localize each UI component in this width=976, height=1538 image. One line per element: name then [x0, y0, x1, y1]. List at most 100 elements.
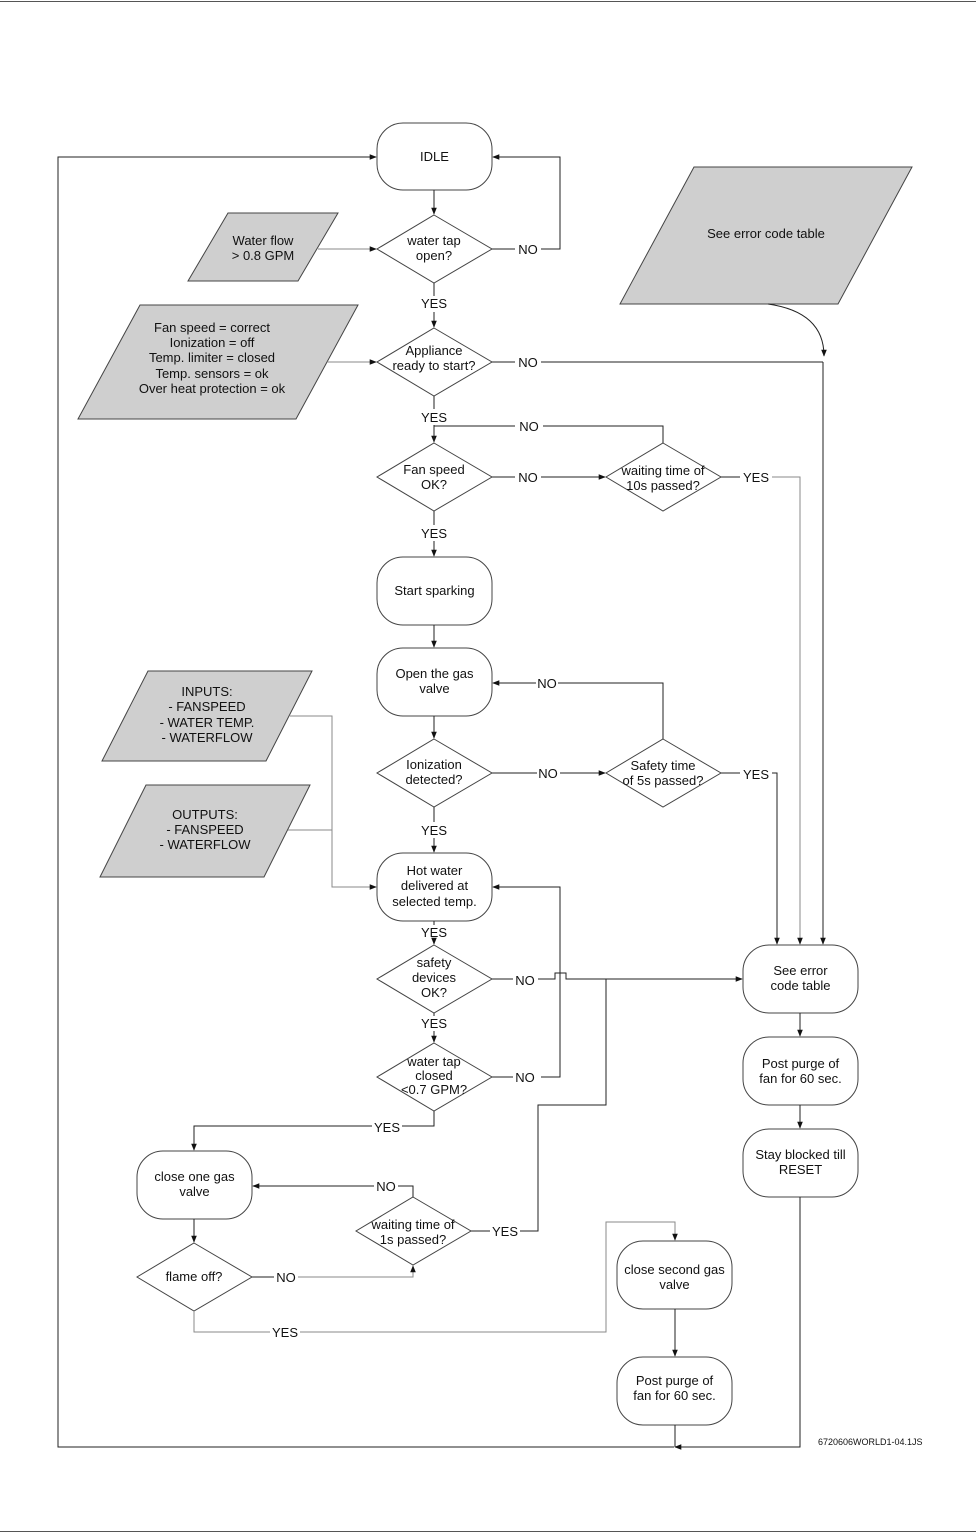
svg-text:selected temp.: selected temp. — [392, 894, 477, 909]
fan-speed-ok-decision: Fan speed OK? — [376, 442, 493, 512]
svg-text:closed: closed — [415, 1068, 453, 1083]
idle-node: IDLE — [376, 122, 493, 191]
svg-text:Open the gas: Open the gas — [395, 666, 474, 681]
svg-text:waiting time of: waiting time of — [370, 1217, 454, 1232]
svg-text:water tap: water tap — [406, 233, 460, 248]
svg-text:- FANSPEED: - FANSPEED — [166, 822, 243, 837]
svg-text:RESET: RESET — [779, 1162, 822, 1177]
doc-code: 6720606WORLD1-04.1JS — [818, 1437, 923, 1447]
see-error-node: See error code table — [742, 944, 859, 1014]
svg-text:OK?: OK? — [421, 477, 447, 492]
svg-text:open?: open? — [416, 248, 452, 263]
label-no: NO — [518, 242, 538, 257]
svg-text:10s passed?: 10s passed? — [626, 478, 700, 493]
open-gas-valve-node: Open the gas valve — [376, 647, 493, 717]
label-no: NO — [518, 470, 538, 485]
label-yes: YES — [421, 1016, 447, 1031]
svg-text:water tap: water tap — [406, 1054, 460, 1069]
safety-devices-decision: safety devices OK? — [376, 944, 493, 1014]
label-no: NO — [538, 766, 558, 781]
svg-text:Fan speed = correct: Fan speed = correct — [154, 320, 270, 335]
svg-text:IDLE: IDLE — [420, 149, 449, 164]
inputs-io: INPUTS: - FANSPEED - WATER TEMP. - WATER… — [101, 670, 313, 762]
label-yes: YES — [421, 823, 447, 838]
svg-text:- WATER TEMP.: - WATER TEMP. — [160, 715, 255, 730]
label-yes: YES — [743, 470, 769, 485]
water-flow-input: Water flow > 0.8 GPM — [187, 212, 339, 282]
svg-text:ready to start?: ready to start? — [392, 358, 475, 373]
svg-text:Stay blocked till: Stay blocked till — [755, 1147, 845, 1162]
appliance-ready-decision: Appliance ready to start? — [376, 327, 493, 397]
wait-1s-decision: waiting time of 1s passed? — [355, 1196, 472, 1266]
svg-text:of 5s passed?: of 5s passed? — [623, 773, 704, 788]
label-yes: YES — [421, 296, 447, 311]
close-one-valve-node: close one gas valve — [136, 1150, 253, 1220]
svg-text:> 0.8 GPM: > 0.8 GPM — [232, 248, 295, 263]
svg-text:See error code table: See error code table — [707, 226, 825, 241]
svg-text:OK?: OK? — [421, 985, 447, 1000]
svg-text:<0.7 GPM?: <0.7 GPM? — [401, 1082, 467, 1097]
outputs-io: OUTPUTS: - FANSPEED - WATERFLOW — [99, 784, 311, 878]
svg-text:close one gas: close one gas — [154, 1169, 235, 1184]
svg-text:Hot water: Hot water — [407, 863, 463, 878]
safety-5s-decision: Safety time of 5s passed? — [605, 738, 722, 808]
svg-text:INPUTS:: INPUTS: — [181, 684, 232, 699]
svg-text:See error: See error — [773, 963, 828, 978]
label-yes: YES — [492, 1224, 518, 1239]
svg-text:safety: safety — [417, 955, 452, 970]
label-yes: YES — [272, 1325, 298, 1340]
water-tap-open-decision: water tap open? — [376, 214, 493, 284]
svg-text:fan for 60 sec.: fan for 60 sec. — [759, 1071, 841, 1086]
svg-text:Ionization: Ionization — [406, 757, 462, 772]
water-tap-closed-decision: water tap closed <0.7 GPM? — [376, 1042, 493, 1112]
bottom-rule — [0, 1531, 976, 1532]
svg-text:OUTPUTS:: OUTPUTS: — [172, 807, 238, 822]
hot-water-node: Hot water delivered at selected temp. — [376, 852, 493, 922]
svg-text:Start sparking: Start sparking — [394, 583, 474, 598]
svg-text:valve: valve — [419, 681, 449, 696]
label-yes: YES — [421, 526, 447, 541]
svg-text:valve: valve — [659, 1277, 689, 1292]
svg-text:delivered at: delivered at — [401, 878, 469, 893]
svg-text:Temp. limiter = closed: Temp. limiter = closed — [149, 350, 275, 365]
svg-text:close second gas: close second gas — [624, 1262, 725, 1277]
svg-text:Post purge of: Post purge of — [762, 1056, 840, 1071]
svg-text:1s passed?: 1s passed? — [380, 1232, 447, 1247]
label-yes: YES — [421, 410, 447, 425]
svg-text:code table: code table — [771, 978, 831, 993]
flow-labels: NO YES NO YES NO NO YES YES NO NO YES YE… — [272, 242, 769, 1340]
svg-text:fan for 60 sec.: fan for 60 sec. — [633, 1388, 715, 1403]
svg-text:- WATERFLOW: - WATERFLOW — [162, 730, 254, 745]
svg-text:Temp. sensors = ok: Temp. sensors = ok — [155, 366, 269, 381]
label-yes: YES — [743, 767, 769, 782]
ionization-decision: Ionization detected? — [376, 738, 493, 808]
label-no: NO — [515, 1070, 535, 1085]
label-yes: YES — [374, 1120, 400, 1135]
svg-text:detected?: detected? — [405, 772, 462, 787]
svg-text:Water flow: Water flow — [233, 233, 295, 248]
wait-10s-decision: waiting time of 10s passed? — [605, 442, 722, 512]
svg-text:- WATERFLOW: - WATERFLOW — [160, 837, 252, 852]
label-no: NO — [276, 1270, 296, 1285]
close-second-valve-node: close second gas valve — [616, 1240, 733, 1310]
post-purge-bottom-node: Post purge of fan for 60 sec. — [616, 1356, 733, 1426]
label-no: NO — [518, 355, 538, 370]
svg-text:waiting time of: waiting time of — [620, 463, 704, 478]
svg-text:Post purge of: Post purge of — [636, 1373, 714, 1388]
appliance-conditions-input: Fan speed = correct Ionization = off Tem… — [77, 304, 359, 420]
stay-blocked-node: Stay blocked till RESET — [742, 1128, 859, 1198]
svg-text:valve: valve — [179, 1184, 209, 1199]
svg-text:flame off?: flame off? — [166, 1269, 223, 1284]
label-no: NO — [376, 1179, 396, 1194]
svg-text:Over heat protection = ok: Over heat protection = ok — [139, 381, 286, 396]
post-purge-right-node: Post purge of fan for 60 sec. — [742, 1036, 859, 1106]
svg-text:devices: devices — [412, 970, 457, 985]
label-yes: YES — [421, 925, 447, 940]
svg-text:Safety time: Safety time — [630, 758, 695, 773]
label-no: NO — [515, 973, 535, 988]
top-rule — [0, 1, 976, 2]
svg-text:- FANSPEED: - FANSPEED — [168, 699, 245, 714]
flame-off-decision: flame off? — [136, 1242, 253, 1312]
start-sparking-node: Start sparking — [376, 556, 493, 626]
